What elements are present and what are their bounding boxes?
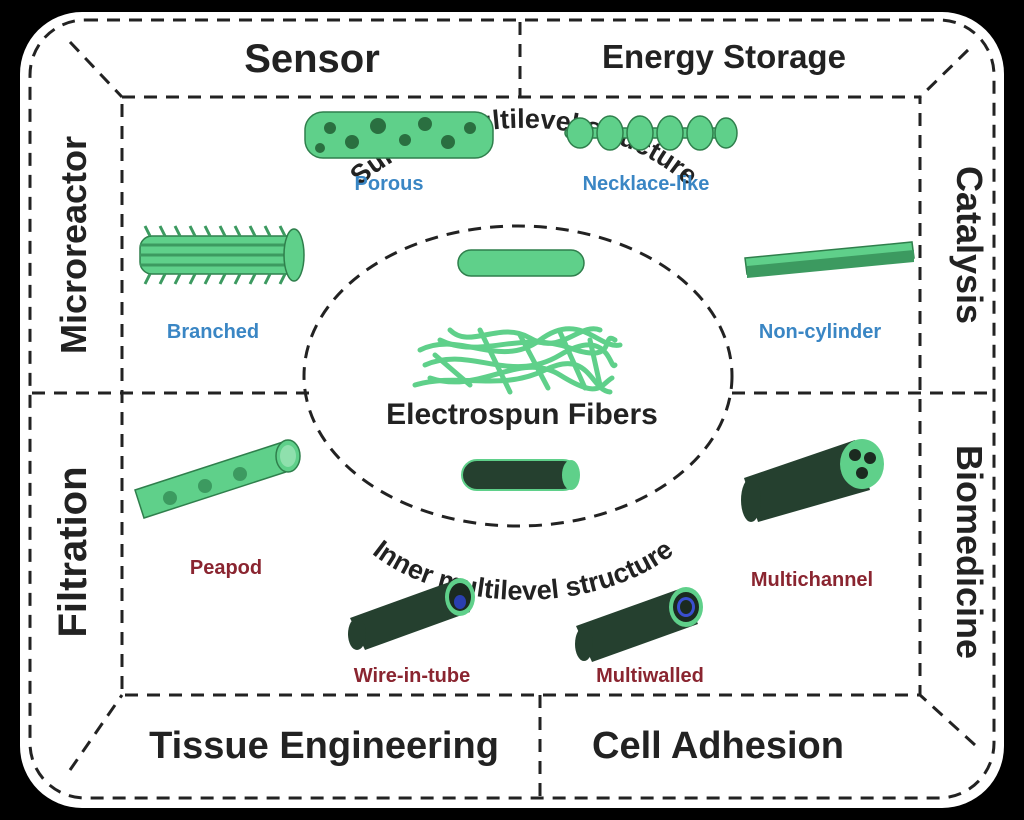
wire-in-tube-fiber-illustration [348, 578, 475, 650]
label-biomedicine: Biomedicine [949, 445, 990, 659]
porous-fiber-illustration [304, 111, 494, 159]
outer-dashed-border [28, 18, 996, 800]
corner-connector-bottom-right [918, 693, 977, 747]
noncylinder-fiber-illustration [744, 241, 915, 278]
label-sensor: Sensor [244, 37, 380, 81]
label-multiwalled: Multiwalled [596, 665, 704, 687]
label-multichannel: Multichannel [751, 569, 873, 591]
label-wire-in-tube: Wire-in-tube [354, 665, 470, 687]
peapod-fiber-illustration [134, 439, 301, 519]
multichannel-fiber-illustration [741, 439, 884, 522]
label-energy-storage: Energy Storage [602, 38, 846, 75]
label-microreactor: Microreactor [53, 136, 94, 354]
corner-connector-bottom-left [68, 694, 124, 771]
fiber-mat-illustration [412, 326, 623, 395]
necklace-fiber-illustration [564, 115, 738, 151]
label-tissue-engineering: Tissue Engineering [149, 725, 499, 767]
label-cell-adhesion: Cell Adhesion [592, 725, 844, 767]
center-title: Electrospun Fibers [386, 398, 658, 431]
label-peapod: Peapod [190, 557, 262, 579]
corner-connector-top-right [918, 48, 970, 99]
label-necklace-like: Necklace-like [583, 173, 710, 195]
plain-fiber-illustration [457, 249, 585, 277]
label-porous: Porous [355, 173, 424, 195]
corner-connector-top-left [68, 40, 124, 99]
label-catalysis: Catalysis [949, 166, 990, 324]
hollow-fiber-illustration [461, 459, 580, 491]
center-ellipse [302, 224, 734, 528]
multiwalled-fiber-illustration [575, 587, 703, 662]
label-non-cylinder: Non-cylinder [759, 321, 881, 343]
label-filtration: Filtration [51, 466, 95, 637]
outer-panel [20, 12, 1004, 808]
branched-fiber-illustration [139, 225, 305, 285]
label-branched: Branched [167, 321, 259, 343]
